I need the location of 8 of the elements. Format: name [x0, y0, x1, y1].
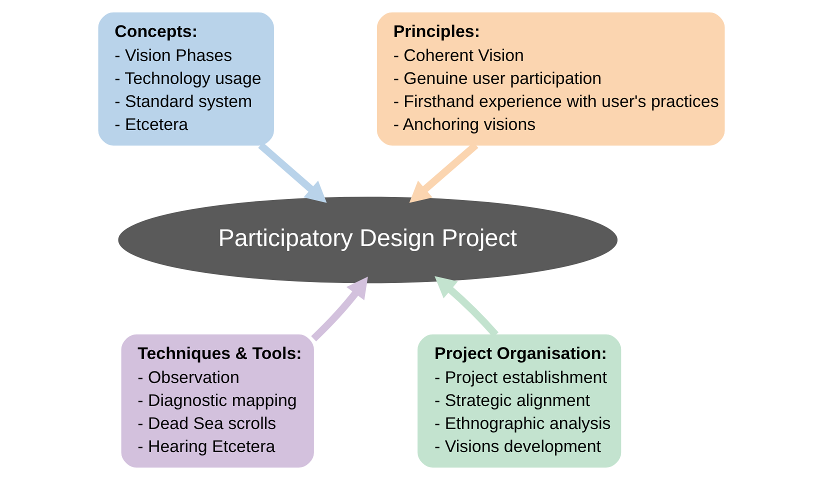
arrow	[310, 276, 368, 342]
arrow	[434, 276, 498, 338]
node-ellipse: Participatory Design Project	[118, 196, 618, 284]
node-box: Project Organisation: - Project establishment - Strategic alignment - Ethnographic analysis - Visions development	[417, 334, 621, 468]
node-box: Techniques & Tools: - Observation - Diagnostic mapping - Dead Sea scrolls - Hearing Etcetera	[120, 334, 314, 468]
node-box: Principles: - Coherent Vision - Genuine user participation - Firsthand experience with user's practices - Anchoring visions	[376, 12, 724, 146]
arrow	[258, 142, 326, 203]
node-box: Concepts: - Vision Phases - Technology usage - Standard system - Etcetera	[98, 12, 274, 146]
